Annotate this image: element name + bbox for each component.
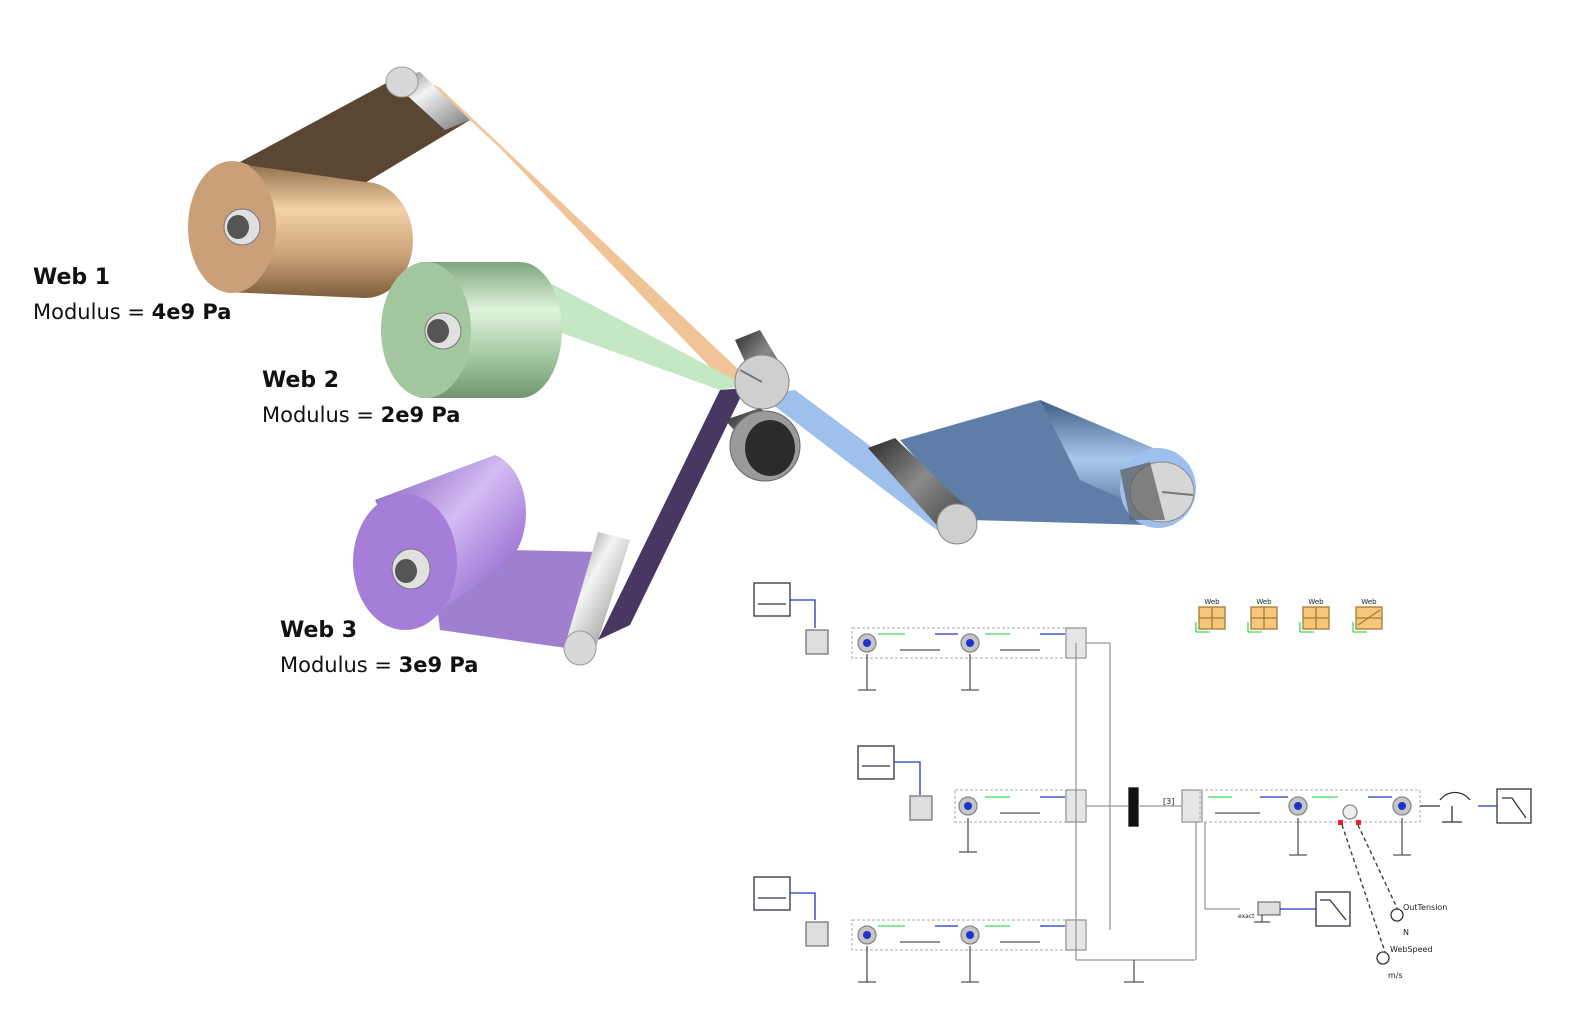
web1-strip [405, 70, 755, 388]
ramp-source-bottom[interactable] [1315, 891, 1351, 927]
modelica-schematic [753, 582, 1532, 983]
web3-roll [353, 455, 526, 630]
out-tension-unit: N [1403, 928, 1409, 937]
schematic-row-1 [805, 627, 1087, 691]
web3-modulus-prefix: Modulus = [280, 653, 399, 677]
signal-source-2[interactable] [857, 745, 895, 780]
web-record-label-2: Web [1256, 598, 1272, 606]
web-speed-label: WebSpeed [1390, 945, 1433, 954]
web1-modulus-prefix: Modulus = [33, 300, 152, 324]
web2-modulus-value: 2e9 Pa [380, 403, 461, 427]
web1-label: Web 1 Modulus = 4e9 Pa [33, 261, 231, 329]
web1-back-strip [240, 80, 470, 198]
mux-index-label: [3] [1163, 797, 1174, 806]
web-record-label-3: Web [1308, 598, 1324, 606]
web2-modulus: Modulus = 2e9 Pa [262, 398, 460, 432]
ramp-source-right[interactable] [1496, 788, 1532, 824]
mux-block[interactable] [1128, 787, 1139, 827]
out-tension-port[interactable] [1390, 908, 1404, 922]
web-record-label-4: Web [1361, 598, 1377, 606]
web-record-icon-3[interactable] [1302, 606, 1330, 630]
signal-source-3[interactable] [753, 876, 791, 911]
speed-sensor-label: exact [1238, 913, 1255, 920]
out-tension-label: OutTension [1403, 903, 1447, 912]
web3-idler-roller [563, 532, 630, 666]
web1-modulus: Modulus = 4e9 Pa [33, 295, 231, 329]
web3-modulus-value: 3e9 Pa [398, 653, 479, 677]
web1-roll [188, 161, 413, 298]
web2-name: Web 2 [262, 368, 340, 393]
web-speed-port[interactable] [1376, 951, 1390, 965]
web2-modulus-prefix: Modulus = [262, 403, 381, 427]
web3-label: Web 3 Modulus = 3e9 Pa [280, 614, 478, 682]
web1-name: Web 1 [33, 265, 111, 290]
signal-source-1[interactable] [753, 582, 791, 617]
web-record-icon-4[interactable] [1355, 606, 1383, 630]
web-record-label-1: Web [1204, 598, 1220, 606]
web3-modulus: Modulus = 3e9 Pa [280, 648, 478, 682]
web2-label: Web 2 Modulus = 2e9 Pa [262, 364, 460, 432]
output-idler-roller [868, 438, 978, 545]
web-speed-unit: m/s [1388, 971, 1403, 980]
schematic-row-2 [909, 789, 1087, 853]
web2-roll [381, 262, 562, 398]
schematic-row-3 [805, 919, 1087, 983]
web3-back-strip [598, 388, 745, 640]
schematic-output-section [1181, 789, 1498, 856]
top-idler-roller [385, 66, 470, 130]
web1-modulus-value: 4e9 Pa [151, 300, 232, 324]
web-record-icon-2[interactable] [1250, 606, 1278, 630]
nip-rollers [725, 330, 801, 482]
speed-source[interactable] [1254, 901, 1316, 923]
web3-name: Web 3 [280, 618, 358, 643]
output-roll [1040, 400, 1196, 528]
web-record-icon-1[interactable] [1198, 606, 1226, 630]
